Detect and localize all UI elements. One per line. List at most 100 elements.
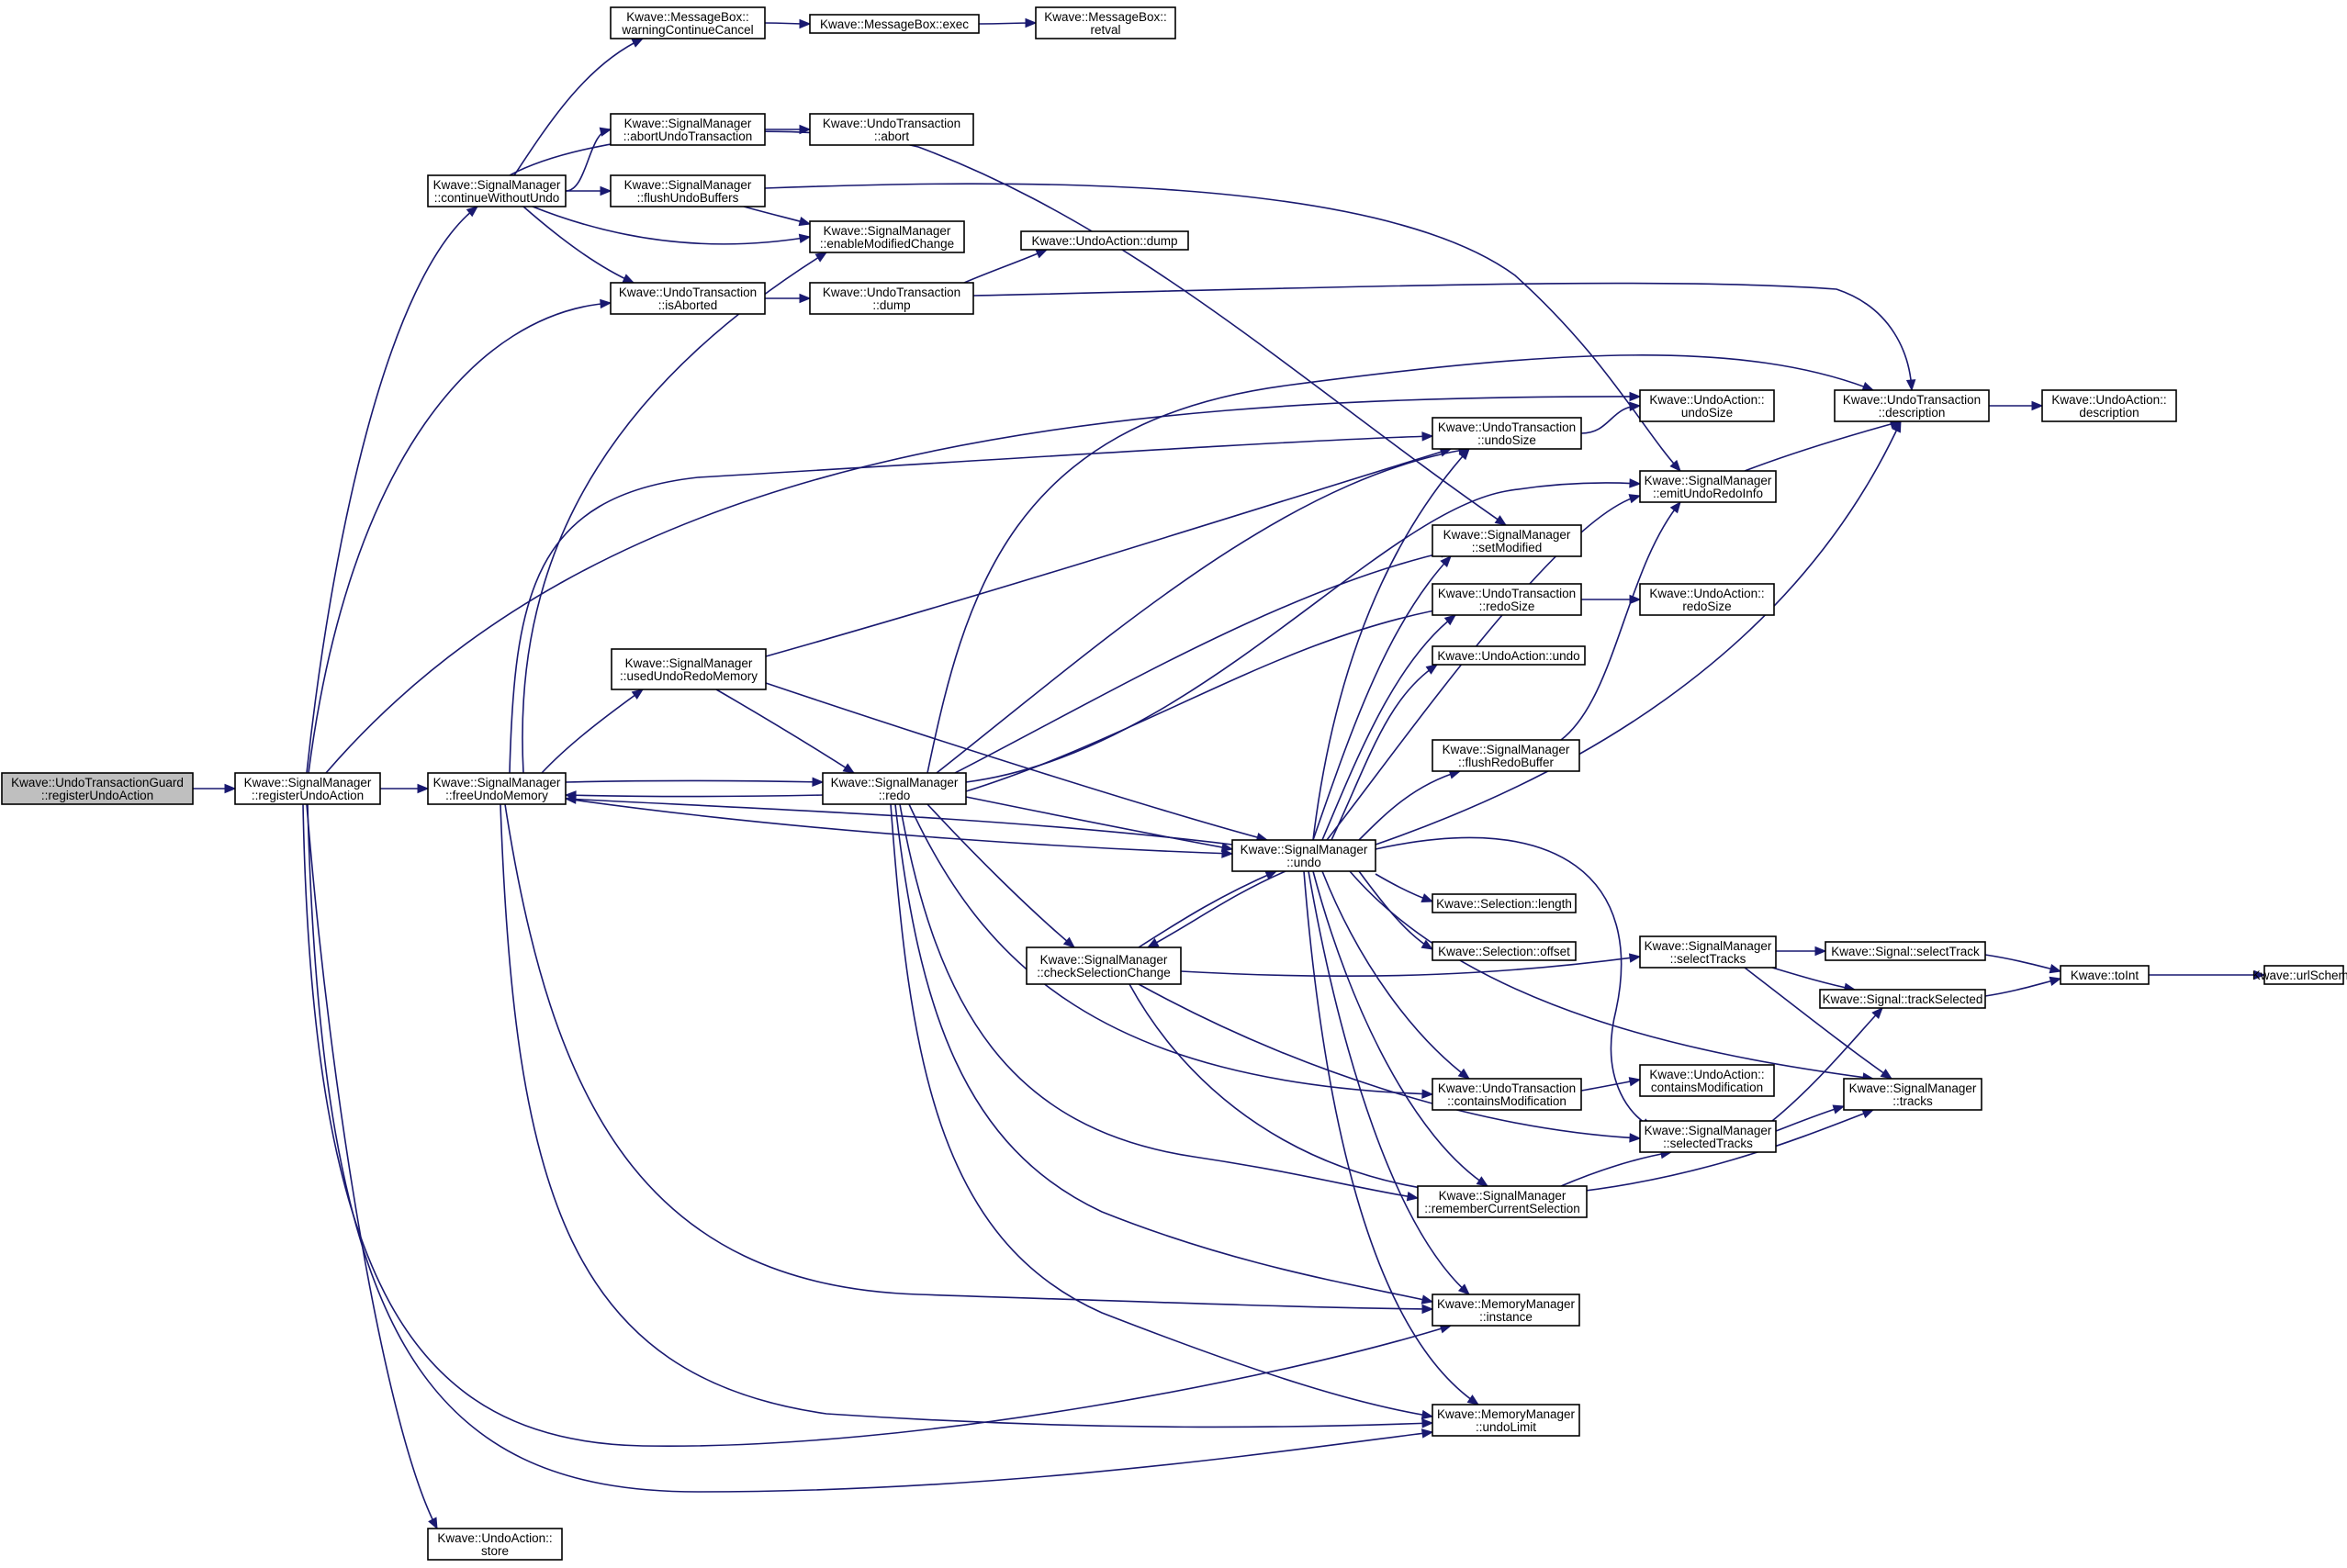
edge-ut_description-to-ua_description xyxy=(1989,400,2044,411)
node-label-line: ::registerUndoAction xyxy=(252,789,364,802)
node-ua-redosize[interactable]: Kwave::UndoAction::redoSize xyxy=(1639,583,1775,616)
node-label-line: Kwave::MemoryManager xyxy=(1437,1297,1576,1311)
arrowhead-icon xyxy=(600,185,612,196)
node-label-line: Kwave::SignalManager xyxy=(1849,1081,1977,1095)
edge-sm_free-to-sm_used xyxy=(541,689,645,774)
node-label-line: Kwave::MessageBox:: xyxy=(626,10,749,24)
node-sm-used[interactable]: Kwave::SignalManager::usedUndoRedoMemory xyxy=(611,648,767,690)
node-sm-continue[interactable]: Kwave::SignalManager::continueWithoutUnd… xyxy=(427,174,567,207)
edge-line xyxy=(325,396,1641,774)
arrowhead-icon xyxy=(1425,664,1439,675)
node-label-line: Kwave::SignalManager xyxy=(1645,474,1772,487)
node-sig-trackselected[interactable]: Kwave::Signal::trackSelected xyxy=(1819,989,1986,1009)
node-label-line: Kwave::UndoTransactionGuard xyxy=(11,776,184,790)
node-sm-check[interactable]: Kwave::SignalManager::checkSelectionChan… xyxy=(1026,946,1182,985)
arrowhead-icon xyxy=(1421,1428,1434,1439)
arrowhead-icon xyxy=(1421,1089,1434,1099)
node-ua-description[interactable]: Kwave::UndoAction::description xyxy=(2041,389,2177,422)
node-ut-description[interactable]: Kwave::UndoTransaction::description xyxy=(1834,389,1990,422)
edge-sm_selecttracks-to-sig_trackselected xyxy=(1771,967,1857,992)
edge-line xyxy=(926,803,1075,948)
node-sm-flushredo[interactable]: Kwave::SignalManager::flushRedoBuffer xyxy=(1432,739,1580,772)
edge-line xyxy=(565,779,824,783)
node-ua-undosize[interactable]: Kwave::UndoAction::undoSize xyxy=(1639,389,1775,422)
edge-sm_remember-to-sm_selectedtracks xyxy=(1560,1148,1673,1187)
node-sm-enable[interactable]: Kwave::SignalManager::enableModifiedChan… xyxy=(809,220,965,253)
node-label-line: Kwave::UndoTransaction xyxy=(1438,420,1576,434)
node-ua-store[interactable]: Kwave::UndoAction::store xyxy=(427,1528,563,1561)
node-sm-redo[interactable]: Kwave::SignalManager::redo xyxy=(822,772,967,805)
node-box xyxy=(1,772,194,805)
node-mm-undolimit[interactable]: Kwave::MemoryManager::undoLimit xyxy=(1432,1404,1580,1437)
node-ut-isaborted[interactable]: Kwave::UndoTransaction::isAborted xyxy=(610,282,766,315)
node-mb-retval[interactable]: Kwave::MessageBox::retval xyxy=(1035,6,1176,39)
edge-sm_selectedtracks-to-sm_tracks xyxy=(1775,1104,1846,1132)
arrowhead-icon xyxy=(1421,1409,1434,1420)
node-sm-selecttracks[interactable]: Kwave::SignalManager::selectTracks xyxy=(1639,935,1777,969)
edge-line xyxy=(1560,501,1681,741)
node-ut-abort[interactable]: Kwave::UndoTransaction::abort xyxy=(809,113,974,146)
edge-line xyxy=(522,252,827,774)
edge-sm_undo-to-sm_setmodified xyxy=(1312,555,1452,841)
node-sel-length[interactable]: Kwave::Selection::length xyxy=(1432,893,1577,913)
edge-line xyxy=(1375,420,1902,846)
node-label-line: ::usedUndoRedoMemory xyxy=(620,669,758,683)
node-ut-redosize[interactable]: Kwave::UndoTransaction::redoSize xyxy=(1432,583,1582,616)
node-mb-exec[interactable]: Kwave::MessageBox::exec xyxy=(809,14,980,34)
node-box xyxy=(1231,839,1376,872)
edge-line xyxy=(954,550,1452,774)
node-label-line: ::undoSize xyxy=(1477,433,1536,447)
node-ua-undo[interactable]: Kwave::UndoAction::undo xyxy=(1432,645,1586,666)
node-box xyxy=(809,14,980,34)
edge-sm_redo-to-ut_containsmod xyxy=(908,803,1434,1099)
node-label-line: warningContinueCancel xyxy=(621,23,753,37)
node-sm-flushundo[interactable]: Kwave::SignalManager::flushUndoBuffers xyxy=(610,174,766,207)
node-box xyxy=(2060,965,2150,985)
edge-sm_redo-to-mm_instance xyxy=(894,803,1434,1305)
node-box xyxy=(1432,524,1582,557)
node-sel-offset[interactable]: Kwave::Selection::offset xyxy=(1432,941,1577,961)
arrowhead-icon xyxy=(1421,1418,1434,1428)
edge-sm_redo-to-sm_undo xyxy=(965,796,1234,853)
node-label-line: Kwave::Selection::length xyxy=(1436,897,1572,911)
node-sm-remember[interactable]: Kwave::SignalManager::rememberCurrentSel… xyxy=(1417,1185,1588,1218)
arrowhead-icon xyxy=(1466,1394,1480,1406)
node-mm-instance[interactable]: Kwave::MemoryManager::instance xyxy=(1432,1294,1580,1327)
node-sm-tracks[interactable]: Kwave::SignalManager::tracks xyxy=(1843,1078,1982,1111)
node-ut-containsmod[interactable]: Kwave::UndoTransaction::containsModifica… xyxy=(1432,1078,1582,1111)
arrowhead-icon xyxy=(1905,379,1916,392)
edge-line xyxy=(1308,870,1470,1295)
node-urlscheme[interactable]: Kwave::urlScheme xyxy=(2252,965,2347,985)
node-label-line: store xyxy=(481,1544,509,1558)
node-label-line: ::abortUndoTransaction xyxy=(623,129,753,143)
node-sm-selectedtracks[interactable]: Kwave::SignalManager::selectedTracks xyxy=(1639,1120,1777,1153)
node-sm-emit[interactable]: Kwave::SignalManager::emitUndoRedoInfo xyxy=(1639,470,1777,503)
edge-sm_free-to-mm_undolimit xyxy=(500,803,1434,1428)
node-sm-free[interactable]: Kwave::SignalManager::freeUndoMemory xyxy=(427,772,567,805)
node-sig-selecttrack[interactable]: Kwave::Signal::selectTrack xyxy=(1825,941,1986,961)
node-box xyxy=(809,113,974,146)
node-sm-setmodified[interactable]: Kwave::SignalManager::setModified xyxy=(1432,524,1582,557)
edge-sm_undo-to-ut_redosize xyxy=(1321,614,1457,841)
node-ua-dump[interactable]: Kwave::UndoAction::dump xyxy=(1020,230,1189,251)
node-box xyxy=(1035,6,1176,39)
node-sm-abort[interactable]: Kwave::SignalManager::abortUndoTransacti… xyxy=(610,113,766,146)
node-ua-containsmod[interactable]: Kwave::UndoAction::containsModification xyxy=(1639,1064,1775,1097)
edge-mb_warning-to-mb_exec xyxy=(764,18,812,29)
arrowhead-icon xyxy=(1628,953,1642,963)
node-sm-register[interactable]: Kwave::SignalManager::registerUndoAction xyxy=(234,772,381,805)
arrowhead-icon xyxy=(1494,515,1508,526)
node-label-line: ::undoLimit xyxy=(1476,1420,1536,1434)
arrowhead-icon xyxy=(799,293,812,304)
node-toint[interactable]: Kwave::toInt xyxy=(2060,965,2150,985)
node-box xyxy=(610,282,766,315)
node-sm-undo[interactable]: Kwave::SignalManager::undo xyxy=(1231,839,1376,872)
node-guard-register[interactable]: Kwave::UndoTransactionGuard::registerUnd… xyxy=(1,772,194,805)
node-label-line: Kwave::UndoAction:: xyxy=(2051,393,2166,407)
node-ut-undosize[interactable]: Kwave::UndoTransaction::undoSize xyxy=(1432,417,1582,450)
edge-sm_undo-to-sm_remember xyxy=(1312,870,1489,1187)
node-mb-warning[interactable]: Kwave::MessageBox::warningContinueCancel xyxy=(610,6,766,39)
node-label-line: ::continueWithoutUndo xyxy=(434,191,560,205)
node-ut-dump[interactable]: Kwave::UndoTransaction::dump xyxy=(809,282,974,315)
node-label-line: ::setModified xyxy=(1472,541,1543,554)
